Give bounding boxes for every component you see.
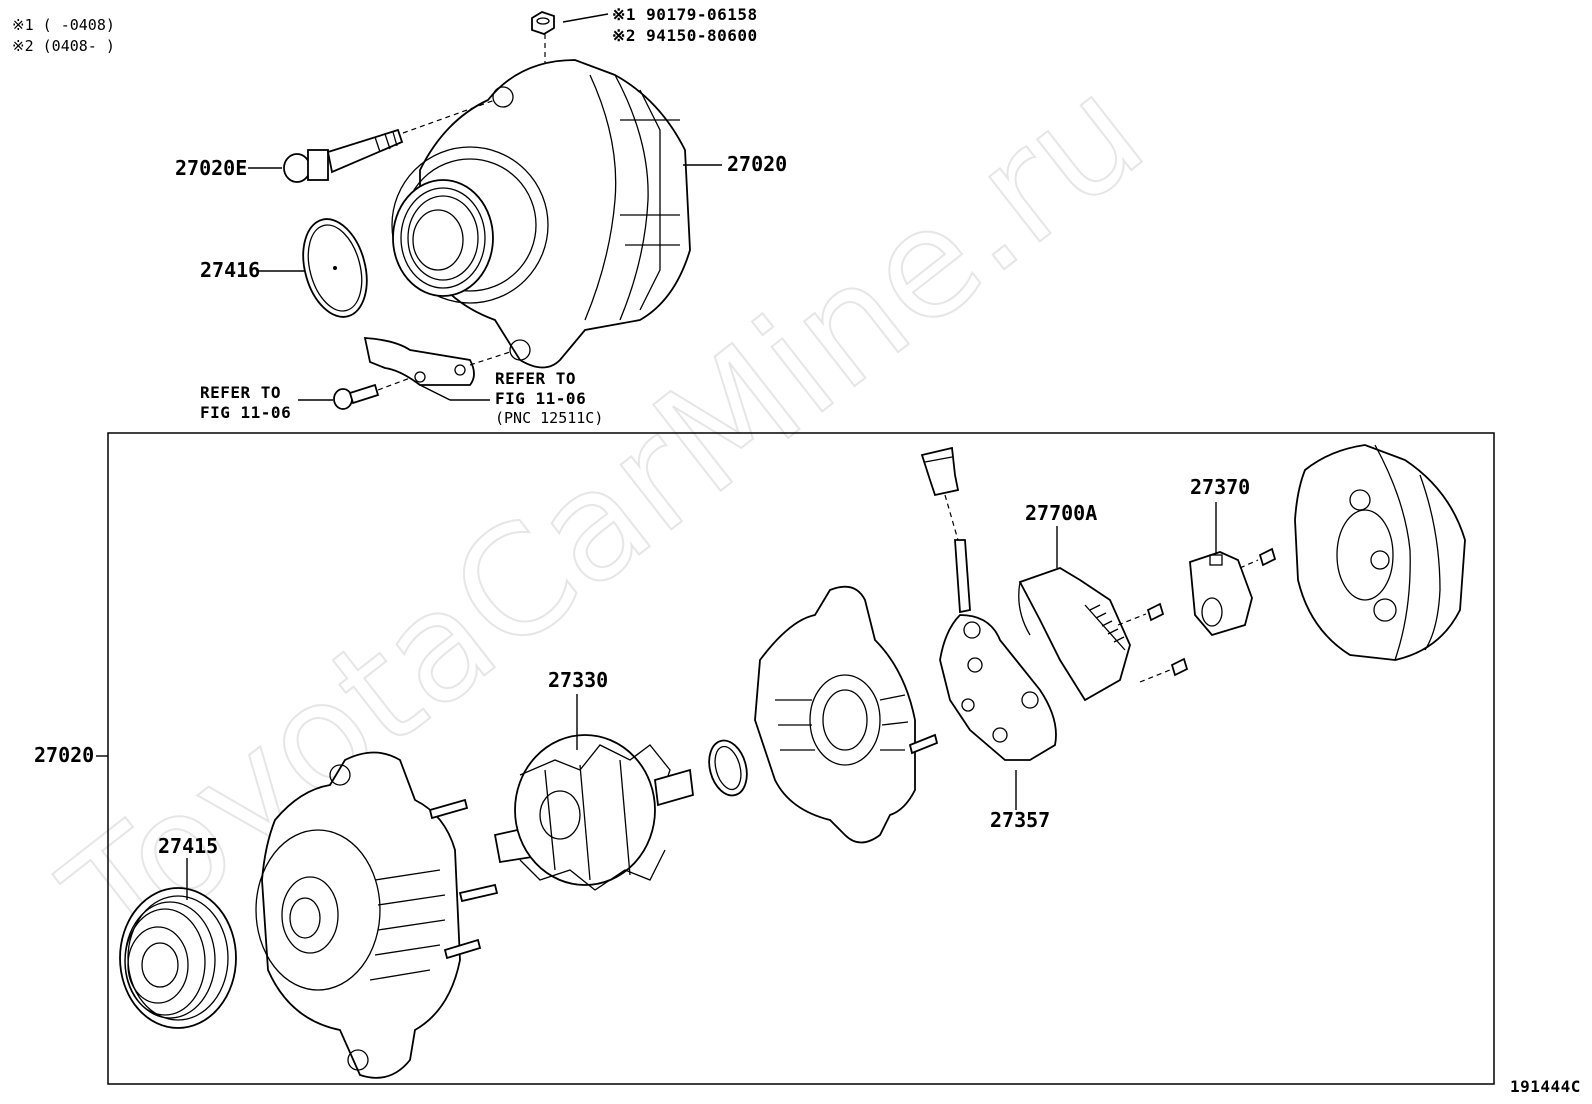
label-27370: 27370 (1190, 475, 1250, 499)
brush-holder[interactable] (1189, 551, 1253, 637)
rectifier-holder[interactable] (939, 614, 1057, 761)
rectifier-end-frame[interactable] (754, 585, 939, 844)
insulator-ring (708, 739, 748, 797)
ref-left-line1: REFER TO (200, 383, 281, 402)
drive-end-frame[interactable] (255, 751, 461, 1079)
ref-right-line2: FIG 11-06 (495, 389, 586, 408)
rear-end-cover[interactable] (1294, 444, 1466, 661)
rotor[interactable] (493, 734, 694, 891)
nut-part-2: ※2 94150-80600 (612, 26, 758, 45)
figure-code: 191444C (1510, 1077, 1581, 1096)
through-bolt[interactable] (283, 128, 404, 183)
alternator-assembly-top[interactable] (391, 59, 691, 369)
label-27416: 27416 (200, 258, 260, 282)
label-27020-side: 27020 (34, 743, 94, 767)
label-27020e: 27020E (175, 156, 247, 180)
dust-shield[interactable] (293, 212, 377, 324)
ref-right-line1: REFER TO (495, 369, 576, 388)
label-27020-top: 27020 (727, 152, 787, 176)
bracket-bolt[interactable] (333, 383, 380, 410)
pulley[interactable] (119, 887, 237, 1029)
label-27700a: 27700A (1025, 501, 1097, 525)
ref-left-line2: FIG 11-06 (200, 403, 291, 422)
exploded-view-frame (107, 432, 1495, 1085)
voltage-regulator[interactable] (1018, 567, 1131, 702)
stud-bolts (428, 798, 499, 960)
note-1: ※1 ( -0408) (12, 16, 115, 34)
note-2: ※2 (0408- ) (12, 37, 115, 55)
terminal-insulator (920, 446, 960, 497)
nut-part-1: ※1 90179-06158 (612, 5, 758, 24)
label-27415: 27415 (158, 834, 218, 858)
regulator-screws (1117, 602, 1189, 683)
ref-right-line3: (PNC 12511C) (495, 409, 603, 427)
label-27357: 27357 (990, 808, 1050, 832)
adjusting-bar[interactable] (363, 337, 475, 386)
holder-screw (1239, 547, 1277, 569)
terminal-stud (954, 539, 971, 614)
label-27330: 27330 (548, 668, 608, 692)
nut-icon (531, 11, 555, 35)
